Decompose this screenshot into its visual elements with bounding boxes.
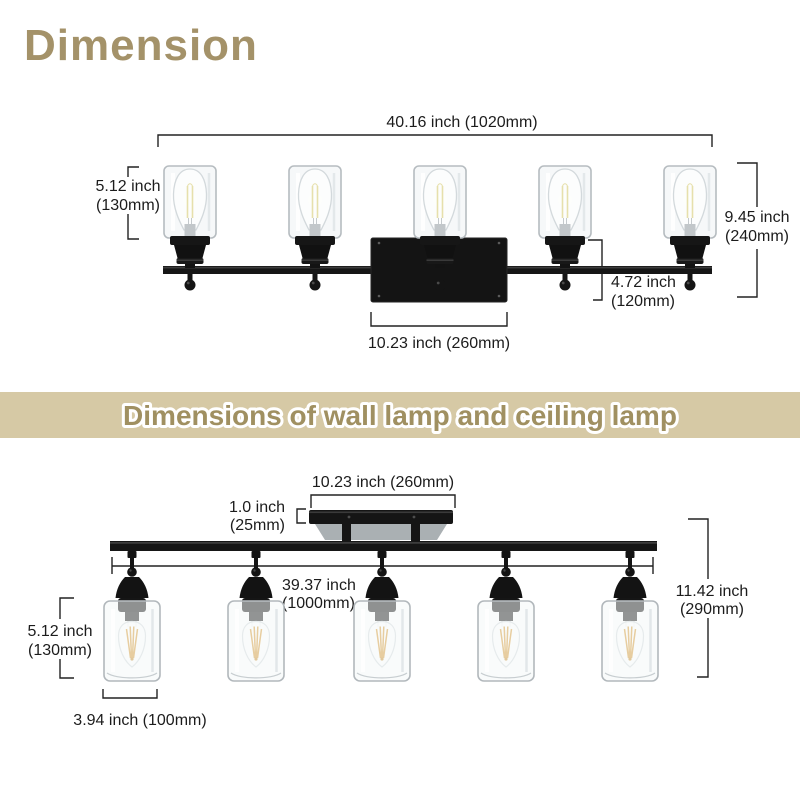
ceiling-lamp-bar [110,541,657,551]
wall-backplate-width-label: 10.23 inch (260mm) [368,335,510,352]
ceiling-shade-height-dim-line [59,597,74,679]
wall-backplate-height-label-mm: (120mm) [611,293,675,310]
section-banner: Dimensions of wall lamp and ceiling lamp [0,392,800,438]
wall-total-height-label-in: 9.45 inch [725,209,790,226]
page-title: Dimension [24,21,258,70]
banner-title: Dimensions of wall lamp and ceiling lamp [123,400,677,431]
wall-shade-height-dim-line [127,166,139,240]
wall-lamp-figure: 40.16 inch (1020mm) 5.12 inch (130mm) 9.… [96,114,790,352]
ceiling-lamp-light-2 [226,549,286,683]
banner-background [0,392,800,438]
wall-shade-height-label-mm: (130mm) [96,197,160,214]
ceiling-total-height-label-in: 11.42 inch [676,583,749,600]
ceiling-lamp-light-3 [352,549,412,683]
wall-backplate-width-dim-line [370,312,508,327]
ceiling-shade-diameter-dim-line [102,689,158,699]
ceiling-lamp-light-5 [600,549,660,683]
wall-backplate-height-label-in: 4.72 inch [611,274,676,291]
wall-lamp-backplate [370,237,508,303]
wall-total-height-label-mm: (240mm) [725,228,789,245]
wall-width-dim-line [157,134,713,147]
ceiling-bar-length-label-in: 39.37 inch [282,577,356,594]
ceiling-lamp-light-4 [476,549,536,683]
ceiling-canopy-width-label: 10.23 inch (260mm) [312,474,454,491]
ceiling-total-height-label-mm: (290mm) [680,601,744,618]
wall-total-height-dim-line [737,162,758,298]
ceiling-canopy-height-dim-line [296,508,306,524]
ceiling-shade-height-label-mm: (130mm) [28,642,92,659]
ceiling-canopy-width-dim-line [310,494,456,508]
ceiling-lamp-figure: 10.23 inch (260mm) 1.0 inch (25mm) 39.37… [28,474,749,729]
ceiling-total-height-dim-line [688,518,709,678]
ceiling-lamp-canopy [309,510,453,543]
wall-width-label: 40.16 inch (1020mm) [386,114,537,131]
ceiling-shade-height-label-in: 5.12 inch [28,623,93,640]
wall-shade-height-label-in: 5.12 inch [96,178,161,195]
ceiling-shade-diameter-label: 3.94 inch (100mm) [73,712,206,729]
ceiling-canopy-height-label-in: 1.0 inch [229,499,285,516]
ceiling-bar-length-label-mm: (1000mm) [282,595,355,612]
ceiling-canopy-height-label-mm: (25mm) [230,517,285,534]
